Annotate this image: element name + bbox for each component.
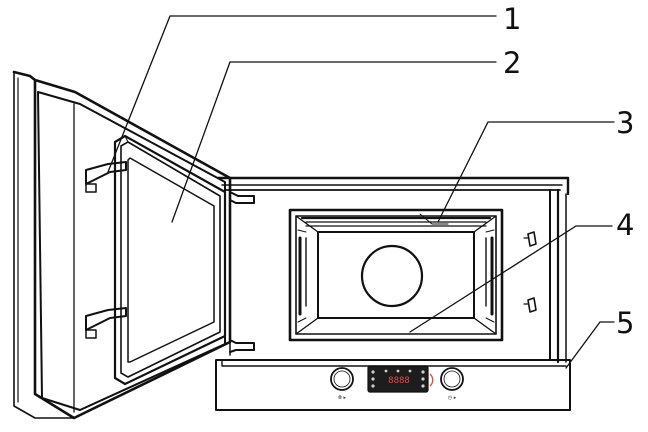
touch-button[interactable]: [421, 370, 425, 374]
right-knob[interactable]: [440, 367, 464, 391]
touch-button[interactable]: [421, 377, 425, 381]
door-latch-bottom: [85, 307, 127, 339]
leader-line-4: [409, 225, 613, 333]
left-knob-caption: ⦾ ▸: [338, 395, 347, 401]
touch-button[interactable]: [371, 370, 375, 374]
cavity-top-grill: [300, 213, 492, 227]
leader-line-2: [171, 61, 497, 223]
control-panel: ⦾ ▸ ◷ ▸ 8888: [215, 359, 571, 411]
door-window: [113, 134, 227, 386]
left-knob[interactable]: [330, 367, 354, 391]
cavity-back-circle: [360, 244, 424, 308]
touch-button[interactable]: [408, 369, 412, 373]
open-door: [12, 70, 232, 420]
callout-label-4: 4: [616, 208, 634, 242]
display-module: 8888: [367, 365, 434, 393]
right-knob-caption: ◷ ▸: [448, 395, 457, 401]
touch-button[interactable]: [384, 369, 388, 373]
indicator-arc: [429, 373, 434, 387]
callout-label-2: 2: [503, 46, 521, 80]
touch-button[interactable]: [371, 384, 375, 388]
touch-button[interactable]: [371, 377, 375, 381]
leader-line-1: [107, 15, 497, 173]
callout-label-3: 3: [616, 106, 634, 140]
callout-label-1: 1: [503, 2, 521, 36]
touch-button[interactable]: [421, 384, 425, 388]
display-screen: [367, 365, 429, 393]
callout-numbers: 1 2 3 4 5: [503, 2, 634, 340]
leader-line-3: [437, 121, 615, 223]
leader-lines: [107, 15, 615, 369]
display-digits: 8888: [388, 376, 410, 386]
callout-label-5: 5: [616, 306, 634, 340]
oven-body: [216, 176, 570, 364]
oven-cavity: [288, 208, 504, 342]
touch-button[interactable]: [396, 369, 400, 373]
leader-line-5: [565, 321, 615, 369]
door-latch-top: [85, 161, 127, 193]
